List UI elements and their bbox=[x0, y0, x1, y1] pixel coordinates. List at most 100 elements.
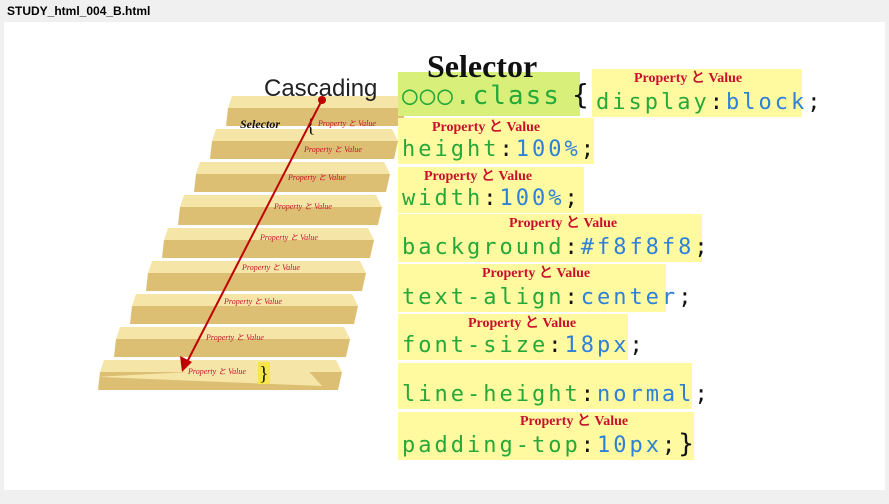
declaration-highlight bbox=[398, 167, 584, 213]
declaration-text: background:#f8f8f8; bbox=[402, 235, 711, 260]
stair-riser bbox=[226, 108, 406, 126]
stair-riser bbox=[210, 141, 398, 159]
stair-step-label: Property と Value bbox=[223, 297, 282, 306]
declaration-semicolon: ; bbox=[662, 433, 678, 458]
declaration-semicolon: ; bbox=[581, 137, 597, 162]
stairs-close-highlight bbox=[258, 362, 270, 384]
stairs-selector-label: Selector bbox=[240, 117, 280, 131]
stair-step-label: Property と Value bbox=[241, 263, 300, 272]
declaration-colon: : bbox=[710, 90, 726, 115]
declaration-semicolon: ; bbox=[694, 382, 710, 407]
declaration-colon: : bbox=[499, 137, 515, 162]
declaration-semicolon: ; bbox=[807, 90, 823, 115]
stair-tread bbox=[148, 261, 366, 273]
stairs-close-brace: } bbox=[259, 363, 269, 385]
declaration-highlight bbox=[398, 118, 594, 164]
declaration-annotation: Property と Value bbox=[520, 413, 628, 429]
declaration-highlight bbox=[398, 264, 666, 312]
stair-tread bbox=[164, 228, 374, 240]
declaration-annotation: Property と Value bbox=[634, 70, 742, 86]
stair-tread bbox=[180, 195, 382, 207]
declaration-semicolon: ; bbox=[629, 333, 645, 358]
declaration-annotation: Property と Value bbox=[509, 215, 617, 231]
declaration-property: font-size bbox=[402, 333, 548, 358]
window-titlebar: STUDY_html_004_B.html bbox=[0, 0, 889, 22]
cascade-arrow-head bbox=[180, 356, 192, 372]
declaration-property: padding-top bbox=[402, 433, 581, 458]
declaration-text: width:100%; bbox=[402, 186, 581, 211]
declaration-value: center bbox=[581, 285, 678, 310]
declaration-highlight bbox=[398, 412, 694, 460]
selector-heading: Selector bbox=[427, 48, 537, 84]
declaration-annotation: Property と Value bbox=[482, 265, 590, 281]
declaration-semicolon: ; bbox=[564, 186, 580, 211]
declaration-semicolon: ; bbox=[694, 235, 710, 260]
declaration-property: line-height bbox=[402, 382, 581, 407]
stair-riser bbox=[130, 306, 358, 324]
declaration-line-height: line-height:normal; bbox=[398, 363, 711, 409]
declaration-text: font-size:18px; bbox=[402, 333, 646, 358]
stair-tread bbox=[196, 162, 390, 174]
declaration-value: 18px bbox=[564, 333, 629, 358]
declaration-colon: : bbox=[548, 333, 564, 358]
code-group: Selector Cascading ○○○.class { bbox=[264, 48, 589, 116]
declaration-width: Property と Value width:100%; bbox=[398, 167, 584, 213]
declaration-colon: : bbox=[564, 235, 580, 260]
stair-tread bbox=[132, 294, 358, 306]
declaration-property: height bbox=[402, 137, 499, 162]
declaration-annotation: Property と Value bbox=[468, 315, 576, 331]
stairs-open-brace: { bbox=[306, 115, 316, 137]
declaration-property: background bbox=[402, 235, 564, 260]
declaration-value: normal bbox=[597, 382, 694, 407]
selector-highlight bbox=[398, 72, 580, 116]
declaration-font-size: Property と Value font-size:18px; bbox=[398, 314, 646, 360]
stair-tread bbox=[116, 327, 350, 339]
stair-riser bbox=[146, 273, 366, 291]
declaration-colon: : bbox=[581, 382, 597, 407]
stair-step-label: Property と Value bbox=[259, 233, 318, 242]
declaration-highlight bbox=[592, 69, 802, 117]
declaration-annotation: Property と Value bbox=[432, 119, 540, 135]
stair-tread bbox=[228, 96, 406, 108]
declaration-value: block bbox=[726, 90, 807, 115]
declaration-height: Property と Value height:100%; bbox=[398, 118, 597, 164]
cascade-arrow-origin bbox=[318, 96, 326, 104]
declaration-highlight bbox=[398, 363, 692, 409]
cascade-arrow-line bbox=[185, 99, 323, 365]
declaration-text-align: Property と Value text-align:center; bbox=[398, 264, 694, 312]
declaration-annotation: Property と Value bbox=[424, 168, 532, 184]
stair-step-label: Property と Value bbox=[317, 119, 376, 128]
declaration-property: text-align bbox=[402, 285, 564, 310]
stair-riser bbox=[194, 174, 390, 192]
cascading-label: Cascading bbox=[264, 75, 377, 102]
declaration-value: 100% bbox=[499, 186, 564, 211]
stair-riser bbox=[178, 207, 382, 225]
rule-close-brace: } bbox=[678, 429, 697, 459]
declaration-semicolon: ; bbox=[678, 285, 694, 310]
declaration-property: width bbox=[402, 186, 483, 211]
declaration-display: Property と Value display:block; bbox=[592, 69, 823, 117]
stair-riser bbox=[114, 339, 350, 357]
declaration-text: text-align:center; bbox=[402, 285, 694, 310]
stair-step-label: Property と Value bbox=[303, 145, 362, 154]
stair-step-label: Property と Value bbox=[273, 202, 332, 211]
stair-step-label: Property と Value bbox=[287, 173, 346, 182]
declaration-text: display:block; bbox=[596, 90, 823, 115]
stair-step-label: Property と Value bbox=[205, 333, 264, 342]
window-title: STUDY_html_004_B.html bbox=[7, 4, 151, 18]
rule-open-brace: { bbox=[572, 78, 589, 111]
declaration-value: #f8f8f8 bbox=[581, 235, 695, 260]
bottom-bar bbox=[0, 490, 889, 504]
declaration-value: 100% bbox=[516, 137, 581, 162]
stair-step-label: Property と Value bbox=[187, 367, 246, 376]
declaration-text: height:100%; bbox=[402, 137, 597, 162]
declaration-text: padding-top:10px;} bbox=[402, 429, 697, 459]
declaration-text: line-height:normal; bbox=[402, 382, 711, 407]
rule-selector: ○○○.class bbox=[402, 81, 561, 111]
declaration-value: 10px bbox=[597, 433, 662, 458]
